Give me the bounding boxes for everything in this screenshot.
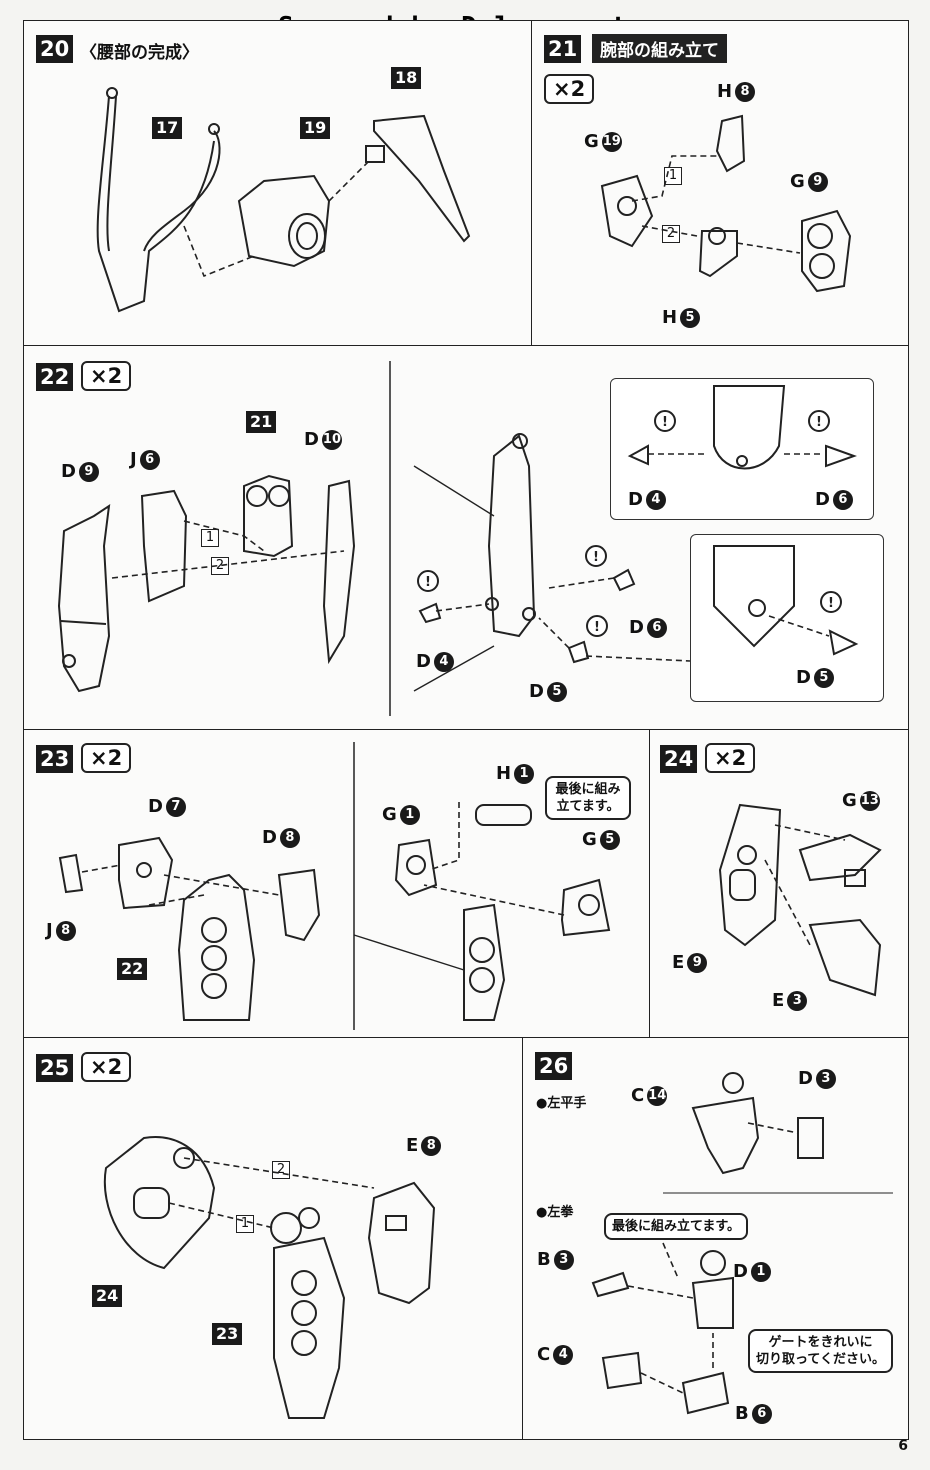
left-flat-hand-label: ●左平手 <box>536 1096 587 1111</box>
part-callout: 17 <box>152 117 183 139</box>
step-number: 22 <box>36 363 74 391</box>
quantity-multiplier: ×2 <box>544 74 595 104</box>
assemble-last-note: 最後に組み立てます。 <box>604 1213 749 1240</box>
page-number: 6 <box>898 1438 908 1454</box>
step-number: 25 <box>36 1054 74 1082</box>
step-title: 腕部の組み立て <box>592 34 727 63</box>
svg-text:!: ! <box>816 415 822 430</box>
sequence-number: 1 <box>664 167 682 185</box>
step-20-panel: 20 〈腰部の完成〉 17 19 18 <box>23 20 532 346</box>
svg-text:!: ! <box>828 596 834 611</box>
step-number: 26 <box>535 1052 573 1080</box>
arm-assembly-illustration <box>600 114 852 293</box>
quantity-multiplier: ×2 <box>81 361 132 391</box>
svg-text:!: ! <box>662 415 668 430</box>
hand-assembly-illustration <box>591 1072 893 1415</box>
left-fist-label: ●左拳 <box>536 1205 574 1220</box>
quantity-multiplier: ×2 <box>81 1052 132 1082</box>
assemble-last-note: 最後に組み 立てます。 <box>545 776 631 820</box>
part-callout: 24 <box>92 1285 123 1307</box>
waist-assembly-illustration <box>96 87 471 313</box>
step-number: 21 <box>544 35 582 63</box>
upper-arm-assembly-illustration <box>103 1136 436 1419</box>
shoulder-assembly-illustration <box>718 803 882 997</box>
sequence-number: 2 <box>662 225 680 243</box>
elbow-assembly-illustration <box>58 742 611 1030</box>
part-callout: 22 <box>117 958 148 980</box>
step-number: 24 <box>660 745 698 773</box>
quantity-multiplier: ×2 <box>705 743 756 773</box>
part-callout: 19 <box>300 117 331 139</box>
part-callout: 18 <box>391 67 422 89</box>
step-title: 〈腰部の完成〉 <box>80 43 199 63</box>
svg-text:!: ! <box>425 575 431 590</box>
sequence-number: 1 <box>201 529 219 547</box>
step-number: 20 <box>36 35 74 63</box>
gate-trim-note: ゲートをきれいに 切り取ってください。 <box>748 1329 893 1373</box>
quantity-multiplier: ×2 <box>81 743 132 773</box>
svg-text:!: ! <box>594 620 600 635</box>
step-number: 23 <box>36 745 74 773</box>
svg-text:!: ! <box>593 550 599 565</box>
part-callout: 21 <box>246 411 277 433</box>
part-callout: 23 <box>212 1323 243 1345</box>
forearm-assembly-illustration: !!! !!! <box>57 361 859 716</box>
